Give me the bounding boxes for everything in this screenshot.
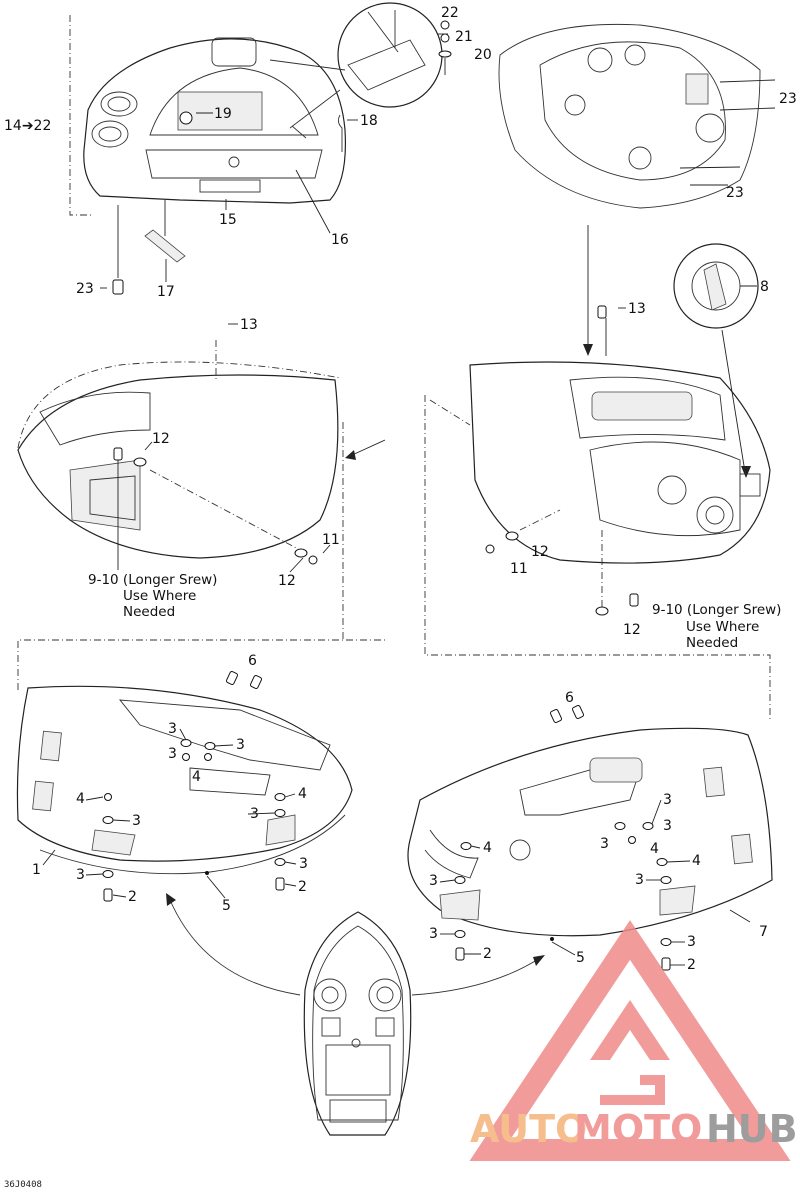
callout-11-a: 11 — [322, 532, 340, 548]
callout-4-f: 4 — [692, 853, 701, 869]
callout-3-g: 3 — [299, 856, 308, 872]
callout-12-c: 12 — [531, 544, 549, 560]
callout-16: 16 — [331, 232, 349, 248]
callout-22: 22 — [441, 5, 459, 21]
callout-6-b: 6 — [565, 690, 574, 706]
watermark-text-auto: AUTO — [470, 1107, 587, 1151]
leader-lines — [42, 33, 757, 956]
callout-labels: 22 21 20 14➔22 19 18 15 16 23 17 23 23 8… — [4, 5, 797, 973]
screw-note-right-line3: Needed — [686, 635, 738, 651]
callout-3-j: 3 — [600, 836, 609, 852]
watermark-text-moto: MOTO — [574, 1107, 702, 1151]
callout-4-e: 4 — [650, 841, 659, 857]
callout-5-a: 5 — [222, 898, 231, 914]
callout-3-k: 3 — [429, 873, 438, 889]
callout-1: 1 — [32, 862, 41, 878]
automotohub-watermark: AUTO MOTO HUB — [469, 920, 798, 1161]
callout-3-m: 3 — [429, 926, 438, 942]
drawing-reference-code: 36J0408 — [4, 1180, 42, 1190]
screw-note-right-line1: 9-10 (Longer Srew) — [652, 602, 781, 618]
callout-5-b: 5 — [576, 950, 585, 966]
console-body-middle-left — [17, 340, 341, 570]
callout-3-n: 3 — [687, 934, 696, 950]
callout-7: 7 — [759, 924, 768, 940]
callout-17: 17 — [157, 284, 175, 300]
callout-2-d: 2 — [687, 957, 696, 973]
screw-note-right-line2: Use Where — [686, 619, 759, 635]
loose-parts-top-left — [112, 114, 343, 295]
callout-13-b: 13 — [628, 301, 646, 317]
callout-23-c: 23 — [726, 185, 744, 201]
callout-23-a: 23 — [76, 281, 94, 297]
callout-4-d: 4 — [483, 840, 492, 856]
callout-12-b: 12 — [278, 573, 296, 589]
callout-21: 21 — [455, 29, 473, 45]
boat-top-view — [166, 893, 545, 1136]
callout-3-h: 3 — [663, 792, 672, 808]
callout-3-c: 3 — [168, 746, 177, 762]
callout-3-a: 3 — [168, 721, 177, 737]
callout-18: 18 — [360, 113, 378, 129]
callout-15: 15 — [219, 212, 237, 228]
callout-2-c: 2 — [483, 946, 492, 962]
callout-4-b: 4 — [76, 791, 85, 807]
callout-3-i: 3 — [663, 818, 672, 834]
callout-3-l: 3 — [635, 872, 644, 888]
screw-note-left-line3: Needed — [123, 604, 175, 620]
watermark-text-hub: HUB — [706, 1107, 798, 1151]
callout-11-b: 11 — [510, 561, 528, 577]
callout-23-b: 23 — [779, 91, 797, 107]
callout-8: 8 — [760, 279, 769, 295]
callout-12-a: 12 — [152, 431, 170, 447]
callout-13-a: 13 — [240, 317, 258, 333]
screw-note-left-line1: 9-10 (Longer Srew) — [88, 572, 217, 588]
callout-4-c: 4 — [298, 786, 307, 802]
detail-magnifier-top — [269, 2, 452, 129]
detail-magnifier-part8 — [673, 243, 759, 478]
watermark-logo-triangle — [469, 920, 791, 1161]
side-panel-bottom-left — [16, 639, 385, 902]
callout-12-d: 12 — [623, 622, 641, 638]
callout-20: 20 — [474, 47, 492, 63]
side-panel-bottom-right — [407, 705, 773, 971]
console-assembly-top-left — [69, 15, 347, 216]
callout-3-b: 3 — [236, 737, 245, 753]
callout-2-b: 2 — [128, 889, 137, 905]
callout-4-a: 4 — [192, 769, 201, 785]
screw-note-left-line2: Use Where — [123, 588, 196, 604]
callout-3-d: 3 — [132, 813, 141, 829]
console-body-middle-right — [424, 305, 771, 720]
callout-14-22: 14➔22 — [4, 118, 51, 134]
deck-assembly-top-right — [498, 23, 776, 209]
callout-2-a: 2 — [298, 879, 307, 895]
callout-19: 19 — [214, 106, 232, 122]
callout-3-f: 3 — [76, 867, 85, 883]
callout-6-a: 6 — [248, 653, 257, 669]
